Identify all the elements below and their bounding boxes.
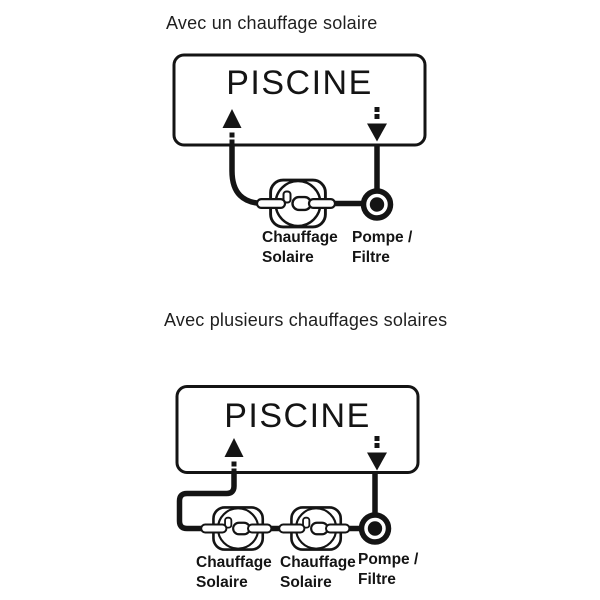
pump-filter-label-line2: Filtre (358, 571, 396, 588)
pump-filter-icon (364, 191, 391, 218)
solar-heater-icon (277, 506, 351, 551)
return-pipe (229, 145, 270, 207)
flow-up-arrow-icon (224, 438, 244, 474)
pool-name: PISCINE (224, 397, 371, 435)
pump-filter-label-line1: Pompe / (352, 229, 413, 246)
pump-filter-label: Pompe / Filtre (352, 228, 412, 268)
solar-heater-label-line2: Solaire (196, 574, 248, 591)
flow-up-arrow-icon (222, 109, 242, 145)
solar-heater-icon (199, 506, 273, 551)
flow-down-arrow-icon (367, 436, 387, 471)
solar-heater-label: Chauffage Solaire (196, 553, 272, 593)
pool-name: PISCINE (226, 64, 373, 102)
return-pipe (176, 472, 237, 532)
diagram-title: Avec plusieurs chauffages solaires (164, 310, 448, 330)
diagram-single-heater (172, 53, 427, 229)
pump-filter-label-line2: Filtre (352, 249, 390, 266)
solar-heater-label: Chauffage Solaire (262, 228, 338, 268)
flow-down-arrow-icon (367, 107, 387, 142)
diagram-title: Avec un chauffage solaire (166, 13, 378, 33)
pump-filter-icon (362, 515, 389, 542)
solar-heater-label-line1: Chauffage (262, 229, 338, 246)
solar-heater-label-line1: Chauffage (196, 554, 272, 571)
solar-heater-icon (255, 178, 337, 229)
solar-heater-label-line2: Solaire (280, 574, 332, 591)
pump-filter-label-line1: Pompe / (358, 551, 419, 568)
pump-filter-label: Pompe / Filtre (358, 550, 418, 590)
solar-heater-label-line1: Chauffage (280, 554, 356, 571)
solar-heater-label-line2: Solaire (262, 249, 314, 266)
diagram-multiple-heaters (175, 385, 420, 551)
solar-heater-label: Chauffage Solaire (280, 553, 356, 593)
